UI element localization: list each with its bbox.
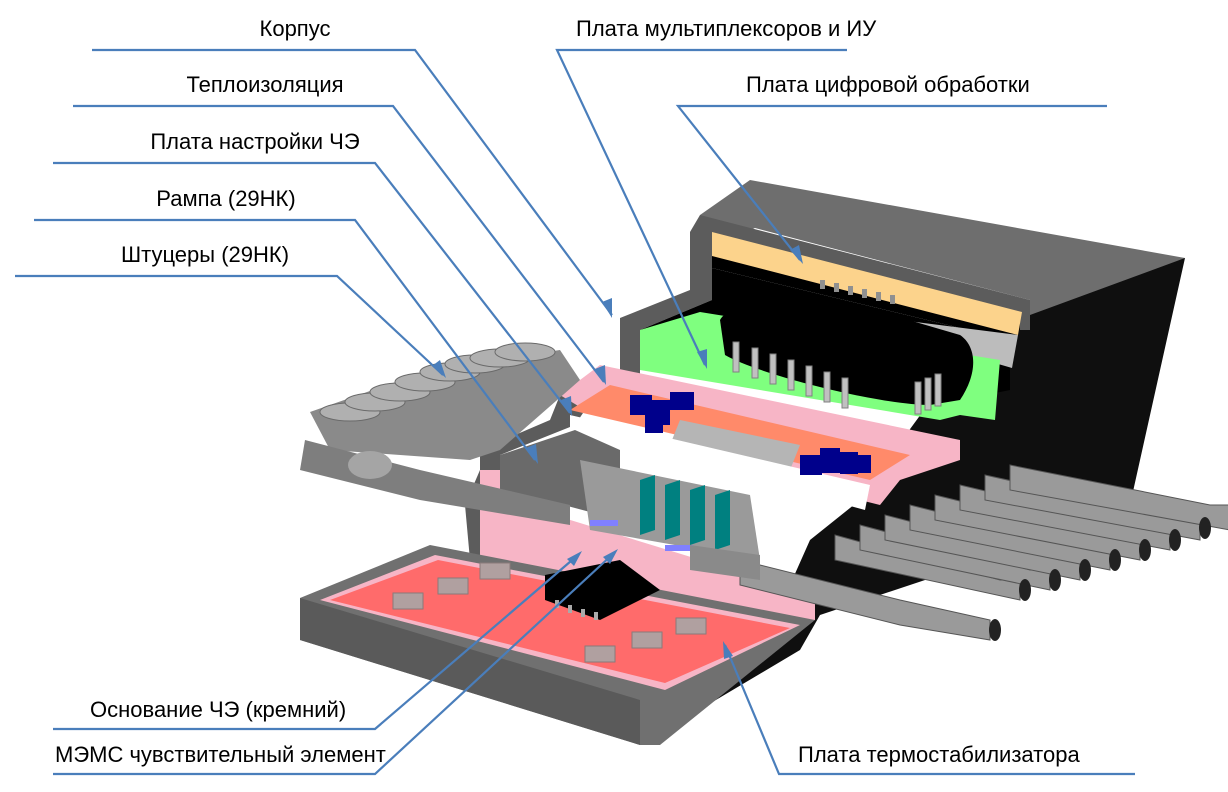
leader-mux-board (555, 48, 847, 366)
arrowhead-tuning-board (561, 396, 572, 416)
mems-fins (640, 475, 730, 550)
blue-components (630, 392, 871, 475)
label-mux-board: Плата мультиплексоров и ИУ (576, 16, 877, 41)
housing-step-wall (620, 290, 712, 375)
arrowhead-mux-board (697, 349, 707, 369)
leader-tuning-board (53, 161, 571, 414)
si-base-marker-left (590, 520, 618, 526)
tuning-board-center (670, 420, 800, 470)
arrowhead-fittings (432, 360, 446, 378)
housing-mid-wall (480, 395, 585, 470)
leader-thermo-board (723, 644, 1135, 776)
leader-insulation (73, 104, 605, 383)
leader-mems-element (53, 552, 615, 776)
leader-fittings (15, 274, 444, 376)
label-ramp: Рампа (29НК) (156, 186, 295, 211)
housing-top-face (700, 180, 1185, 315)
leader-se-base (53, 554, 579, 731)
label-housing: Корпус (260, 16, 331, 41)
tuning-board-edge (570, 415, 870, 510)
leader-digital-board (675, 104, 1107, 261)
arrowhead-digital-board (790, 245, 803, 264)
digital-processing-board (712, 232, 1022, 335)
labels: Корпус Теплоизоляция Плата настройки ЧЭ … (55, 16, 1080, 767)
chip-pins (732, 341, 942, 415)
arrowhead-se-base (567, 551, 582, 566)
sensor-assembly (300, 180, 1228, 745)
label-fittings: Штуцеры (29НК) (121, 242, 289, 267)
thermo-components (392, 562, 707, 663)
leader-ramp (34, 218, 536, 461)
label-thermo-board: Плата термостабилизатора (798, 742, 1080, 767)
thermo-chip-pins (555, 600, 598, 620)
bottom-tray-front (300, 598, 640, 745)
thermal-insulation-lower (470, 470, 815, 640)
label-mems-element: МЭМС чувствительный элемент (55, 742, 386, 767)
left-fittings (300, 342, 580, 525)
arrowhead-ramp (526, 444, 538, 464)
leader-lines (15, 48, 1135, 776)
right-fittings (739, 464, 1228, 641)
arrowhead-housing (602, 298, 612, 318)
arrowhead-thermo-board (723, 641, 733, 659)
label-se-base: Основание ЧЭ (кремний) (90, 697, 346, 722)
thermo-chip (545, 560, 660, 620)
arrowhead-insulation (595, 365, 606, 385)
digital-board-pins (820, 280, 895, 304)
label-insulation: Теплоизоляция (186, 72, 343, 97)
leader-housing (92, 48, 613, 316)
label-tuning-board: Плата настройки ЧЭ (150, 129, 359, 154)
label-digital-board: Плата цифровой обработки (746, 72, 1030, 97)
arrowhead-mems-element (603, 549, 618, 564)
si-base-marker-right (665, 545, 693, 551)
right-fitting-ends (989, 517, 1211, 641)
right-main-tube (690, 545, 760, 580)
mux-chip (720, 298, 974, 405)
